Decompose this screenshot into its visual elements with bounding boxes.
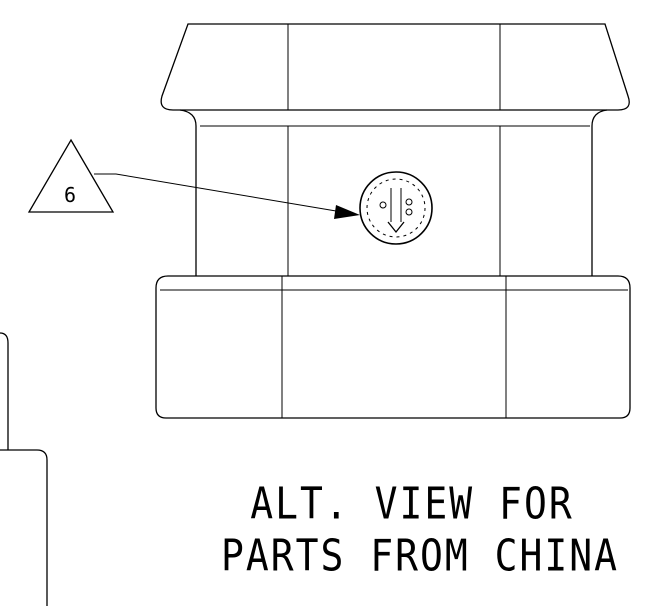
bottom-base	[155, 275, 631, 419]
view-label-line-2: PARTS FROM CHINA	[220, 530, 620, 581]
date-code-wheel	[359, 171, 433, 245]
leader-arrowhead	[334, 205, 360, 219]
adjacent-part-outline	[0, 332, 48, 606]
leader-line	[94, 173, 360, 219]
view-label-line-1: ALT. VIEW FOR	[250, 478, 574, 529]
top-cap	[160, 23, 630, 111]
callout-triangle	[27, 138, 115, 213]
middle-body	[179, 109, 608, 276]
callout-number: 6	[64, 183, 76, 207]
